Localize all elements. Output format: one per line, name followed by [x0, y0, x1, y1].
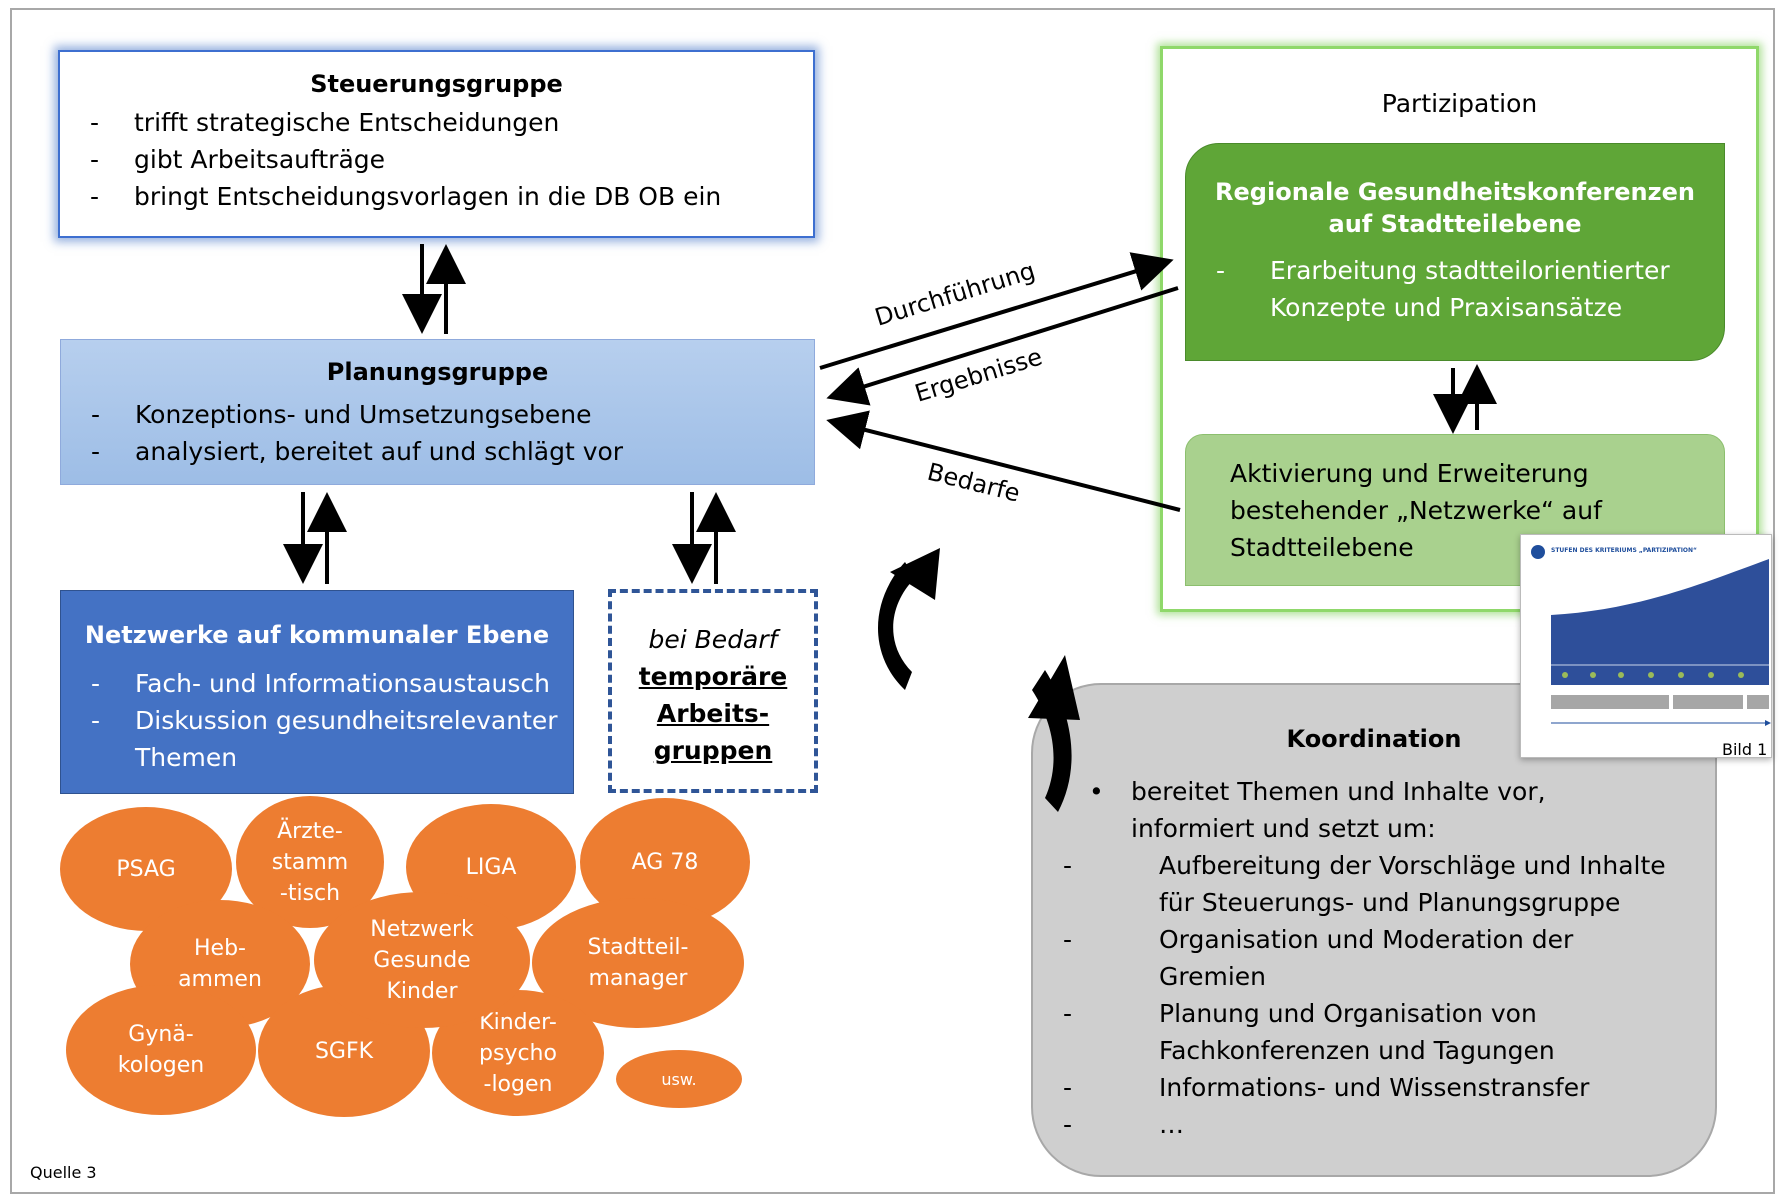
bubble-label: SGFK — [314, 1038, 374, 1064]
bei-bedarf-text: bei Bedarf — [648, 625, 778, 654]
steuerungsgruppe-box: Steuerungsgruppe trifft strategische Ent… — [58, 50, 815, 238]
bubble-gynaekologen: Gynä- kologen — [66, 985, 256, 1115]
koordination-title: Koordination — [1286, 725, 1462, 753]
list-item: Planung und Organisation von Fachkonfere… — [1033, 995, 1685, 1069]
gesundheitskonferenzen-title-1: Regionale Gesundheitskonferenzen — [1215, 178, 1695, 206]
planungsgruppe-title: Planungsgruppe — [326, 358, 549, 386]
koordination-bullet-text: bereitet Themen und Inhalte vor, informi… — [1131, 777, 1546, 843]
thumbnail-chart-icon — [1551, 559, 1771, 726]
arrow-durchfuehrung — [819, 252, 1174, 370]
netzwerke-box: Netzwerke auf kommunaler Ebene Fach- und… — [60, 590, 574, 794]
bubble-netzwerk-gesunde-kinder: Netzwerk Gesunde Kinder — [314, 892, 530, 1028]
gesundheitskonferenzen-item-line-1: Erarbeitung stadtteilorientierter — [1270, 256, 1670, 285]
diagram-frame — [10, 8, 1775, 1194]
arrow-bedarfe — [826, 410, 1181, 512]
koordination-box: Koordination • bereitet Themen und Inhal… — [1031, 683, 1717, 1177]
cycle-arrows-icon — [877, 548, 1080, 812]
list-item: Fach- und Informationsaustausch — [61, 665, 573, 702]
thumbnail-caption: Bild 1 — [1722, 740, 1768, 759]
list-item: Informations- und Wissenstransfer — [1033, 1069, 1685, 1106]
bubble-label: Netzwerk Gesunde Kinder — [370, 916, 474, 1004]
arrow-ergebnisse — [826, 286, 1179, 406]
temporaere-text: temporäre — [638, 662, 788, 691]
planungsgruppe-list: Konzeptions- und Umsetzungsebene analysi… — [61, 396, 814, 470]
source-label: Quelle 3 — [30, 1163, 97, 1182]
gesundheitskonferenzen-title-2: auf Stadtteilebene — [1328, 210, 1582, 238]
koordination-bullet: • bereitet Themen und Inhalte vor, infor… — [1089, 777, 1546, 843]
netzwerke-title: Netzwerke auf kommunaler Ebene — [84, 621, 550, 649]
bubble-label: Kinder- psycho -logen — [479, 1009, 557, 1097]
netzwerke-list: Fach- und Informationsaustausch Diskussi… — [61, 665, 573, 776]
list-item: Organisation und Moderation der Gremien — [1033, 921, 1685, 995]
bubble-label: PSAG — [116, 856, 176, 882]
steuerungsgruppe-list: trifft strategische Entscheidungen gibt … — [60, 104, 813, 215]
gesundheitskonferenzen-item-line-2: Konzepte und Praxisansätze — [1270, 293, 1623, 322]
list-item: bringt Entscheidungsvorlagen in die DB O… — [60, 178, 813, 215]
steuerungsgruppe-title: Steuerungsgruppe — [310, 70, 563, 98]
bubble-usw: usw. — [616, 1050, 742, 1108]
partizipation-label: Partizipation — [1381, 89, 1538, 118]
list-item: … — [1033, 1106, 1685, 1143]
gesundheitskonferenzen-box: Regionale Gesundheitskonferenzen auf Sta… — [1185, 143, 1725, 361]
thumbnail-logo-icon — [1531, 545, 1545, 559]
bubble-label: Gynä- kologen — [117, 1022, 205, 1078]
arbeits-text: Arbeits- — [656, 699, 770, 728]
bubble-label: Stadtteil- manager — [587, 935, 689, 991]
bubble-label: LIGA — [465, 854, 517, 880]
list-item: Diskussion gesundheitsrelevanter Themen — [61, 702, 573, 776]
list-item: Konzeptions- und Umsetzungsebene — [61, 396, 814, 433]
label-durchfuehrung: Durchführung — [872, 256, 1039, 331]
bubble-label: Ärzte- stamm -tisch — [271, 818, 349, 906]
partizipation-thumbnail: STUFEN DES KRITERIUMS „PARTIZIPATION“ — [1520, 534, 1772, 758]
planungsgruppe-box: Planungsgruppe Konzeptions- und Umsetzun… — [60, 339, 815, 485]
koordination-list: Aufbereitung der Vorschläge und Inhalte … — [1033, 847, 1715, 1143]
bubble-kinderpsychologen: Kinder- psycho -logen — [432, 990, 604, 1116]
list-item: analysiert, bereitet auf und schlägt vor — [61, 433, 814, 470]
list-item: Aufbereitung der Vorschläge und Inhalte … — [1033, 847, 1685, 921]
stadtteil-netzwerke-text: Aktivierung und Erweiterung bestehender … — [1230, 459, 1602, 562]
temporaere-arbeitsgruppen-box: bei Bedarf temporäre Arbeits- gruppen — [608, 589, 818, 793]
gruppen-text: gruppen — [653, 736, 773, 765]
list-item: gibt Arbeitsaufträge — [60, 141, 813, 178]
list-item: trifft strategische Entscheidungen — [60, 104, 813, 141]
thumbnail-title: STUFEN DES KRITERIUMS „PARTIZIPATION“ — [1551, 547, 1697, 554]
bubble-label: usw. — [661, 1069, 697, 1089]
gesundheitskonferenzen-item: - Erarbeitung stadtteilorientierter Konz… — [1186, 252, 1724, 326]
bubble-label: AG 78 — [631, 849, 699, 875]
